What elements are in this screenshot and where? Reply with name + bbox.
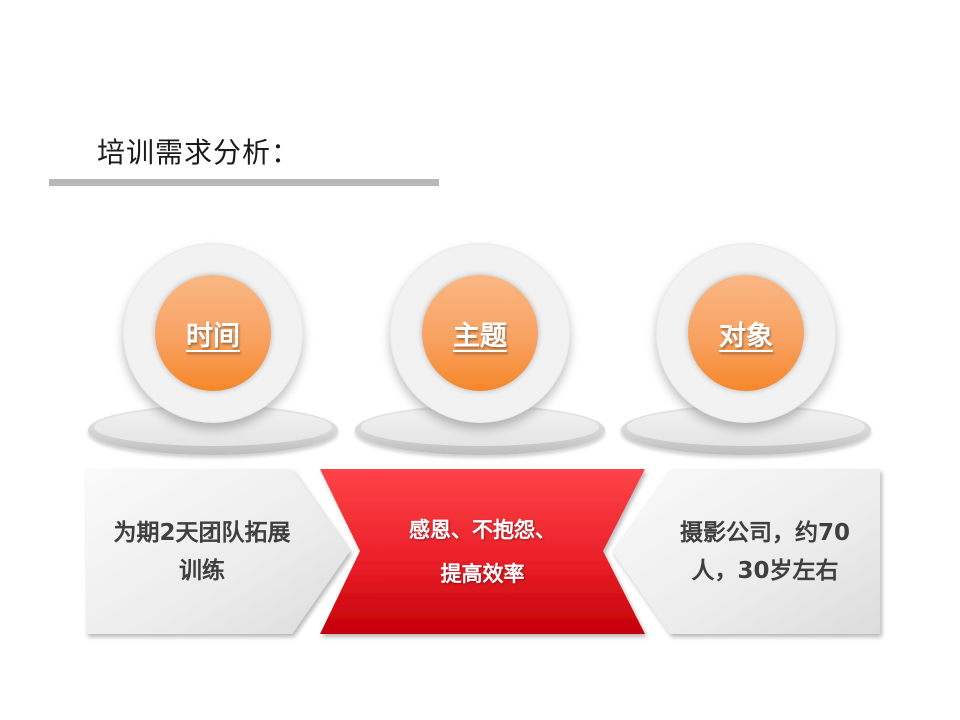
slide-title: 培训需求分析：: [97, 136, 301, 169]
badge-theme: 主题: [350, 243, 610, 463]
badge-time: 时间: [83, 243, 343, 463]
badge-outer-circle: 主题: [390, 243, 570, 423]
info-box-time-shape: [86, 469, 350, 634]
badge-audience: 对象: [616, 243, 876, 463]
info-line: 人，30岁左右: [691, 557, 839, 584]
badge-outer-circle: 时间: [123, 243, 303, 423]
badge-inner-circle: 对象: [688, 275, 804, 391]
info-line: 感恩、不抱怨、: [409, 517, 556, 542]
info-box-theme-shape: [320, 469, 645, 634]
title-underline-bar: [49, 179, 439, 186]
badge-inner-circle: 主题: [422, 275, 538, 391]
info-line: 提高效率: [440, 561, 525, 586]
badge-label: 时间: [186, 320, 240, 352]
badge-label: 主题: [453, 320, 507, 352]
badge-outer-circle: 对象: [656, 243, 836, 423]
badge-inner-circle: 时间: [155, 275, 271, 391]
info-line: 训练: [178, 557, 225, 584]
info-line: 摄影公司，约70: [679, 519, 850, 546]
badge-label: 对象: [719, 320, 773, 352]
info-box-audience-shape: [612, 469, 880, 634]
info-line: 为期2天团队拓展: [113, 519, 291, 546]
badge-platform: [355, 405, 605, 455]
info-box-audience: 摄影公司，约70 人，30岁左右: [650, 469, 880, 634]
info-box-time: 为期2天团队拓展 训练: [86, 469, 318, 634]
info-box-theme: 感恩、不抱怨、 提高效率: [360, 469, 605, 634]
